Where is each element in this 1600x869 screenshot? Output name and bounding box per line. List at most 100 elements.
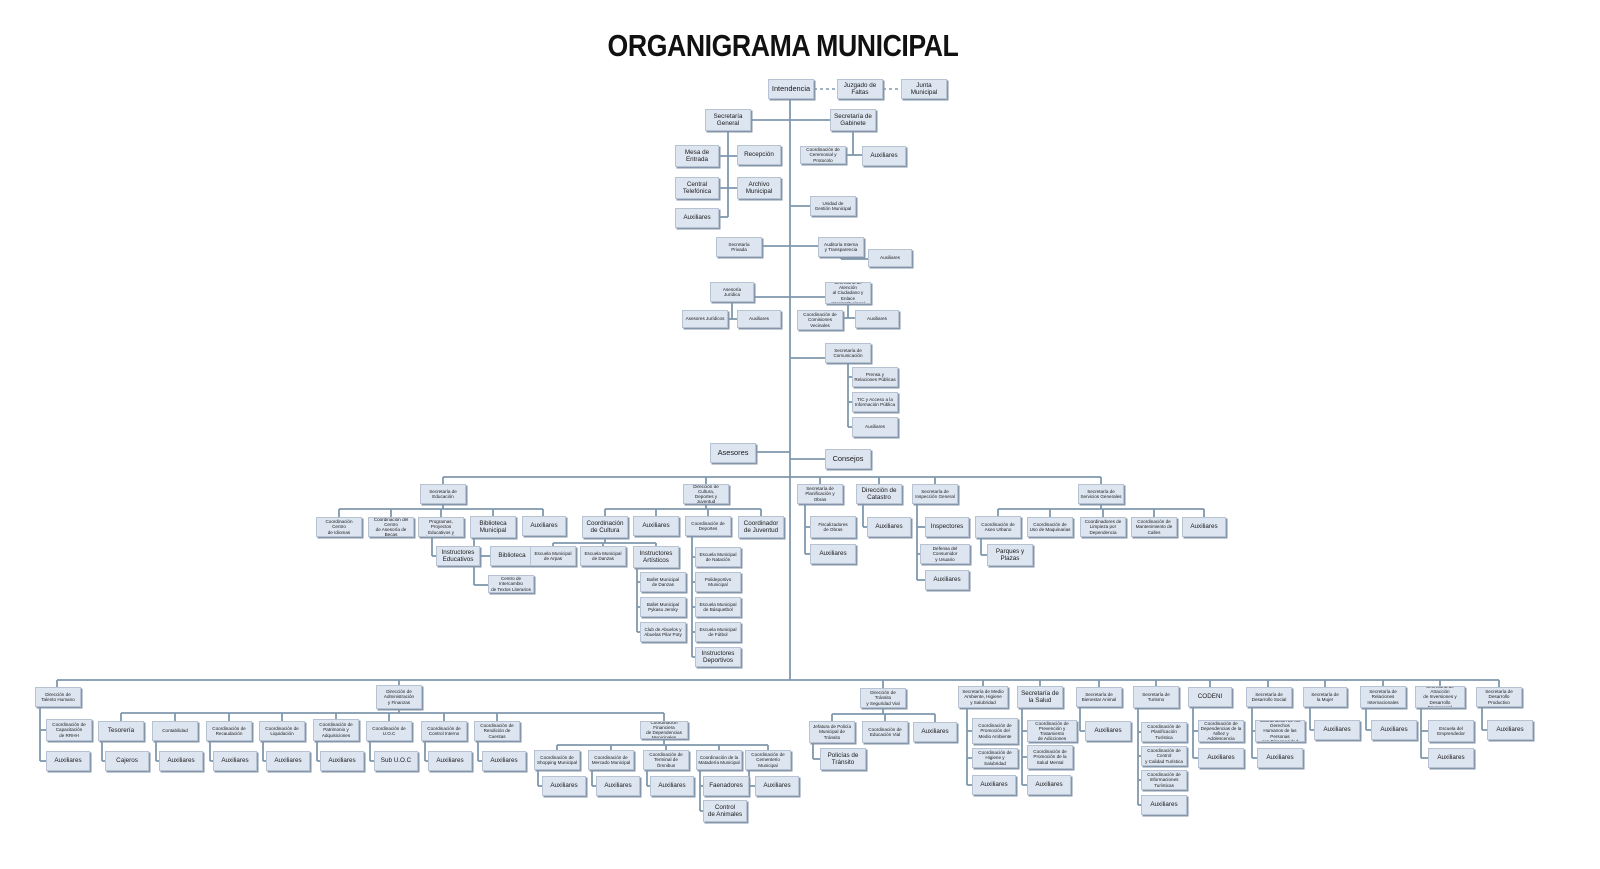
org-node-aux-recaudacion: Auxiliares xyxy=(213,751,257,771)
org-node-juzgado-faltas: Juzgado de Faltas xyxy=(837,79,883,99)
org-node-central-telefonica: Central Telefónica xyxy=(675,177,719,199)
org-node-cajeros: Cajeros xyxy=(105,751,149,771)
org-node-aux-asesoria: Auxiliares xyxy=(737,310,781,328)
org-node-coord-comisiones: Coordinación de Comisiones Vecinales xyxy=(797,310,843,330)
org-node-secretaria-privada: Secretaría Privada xyxy=(716,237,762,257)
org-node-aux-desarrollo-social: Auxiliares xyxy=(1257,748,1303,768)
org-node-tesoreria: Tesorería xyxy=(98,721,144,741)
org-node-centro-intercambio: Centro de Intercambio de Textos Literari… xyxy=(488,575,534,593)
org-node-instructores-artisticos: Instructores Artísticos xyxy=(633,546,679,568)
org-node-instructores-deportivos: Instructores Deportivos xyxy=(695,647,741,667)
org-node-prensa: Prensa y Relaciones Públicas xyxy=(852,367,898,387)
org-node-aux-medio-ambiente: Auxiliares xyxy=(972,775,1016,795)
org-node-asesores: Asesores xyxy=(710,443,756,463)
org-node-aux-talento: Auxiliares xyxy=(46,751,90,771)
org-node-escuela-futbol: Escuela Municipal de Fútbol xyxy=(695,622,741,642)
org-node-jefatura-policia: Jefatura de Policía Municipal de Tránsit… xyxy=(809,721,855,743)
org-node-coord-ceremonial: Coordinación de Ceremonial y Protocolo xyxy=(800,146,846,164)
org-node-aux-control-interno: Auxiliares xyxy=(428,751,472,771)
org-node-aux-servicios: Auxiliares xyxy=(1182,517,1226,537)
org-node-aux-catastro: Auxiliares xyxy=(867,517,911,537)
org-node-direccion-catastro: Dirección de Catastro xyxy=(856,484,902,504)
org-node-aux-terminal: Auxiliares xyxy=(650,776,694,796)
org-node-club-abuelos: Club de Abuelos y Abuelas Pilar Poty xyxy=(640,622,686,642)
org-node-polideportivo: Polideportivo Municipal xyxy=(695,572,741,592)
org-node-aux-productivo: Auxiliares xyxy=(1487,720,1533,740)
org-node-aux-transito: Auxiliares xyxy=(913,722,957,742)
org-node-ballet-danzas: Ballet Municipal de Danzas xyxy=(640,572,686,592)
org-node-parques-plazas: Parques y Plazas xyxy=(987,544,1033,566)
org-node-coord-deportes: Coordinación de Deportes xyxy=(685,516,731,536)
org-node-defensa-consumidor: Defensa del Consumidor y Usuario xyxy=(920,544,970,564)
org-node-secretaria-bienestar: Secretaría de Bienestar Animal xyxy=(1076,687,1122,707)
org-node-asesoria-juridica: Asesoría Jurídica xyxy=(710,282,754,302)
org-node-aux-cultura: Auxiliares xyxy=(633,516,679,536)
org-node-secretaria-salud: Secretaría de la Salud xyxy=(1017,686,1063,708)
org-node-coord-liquidacion: Coordinación de Liquidación xyxy=(259,721,305,741)
org-node-contabilidad: Contabilidad xyxy=(152,721,198,741)
org-node-aux-relaciones: Auxiliares xyxy=(1371,720,1417,740)
org-node-coord-ddhh-discapacidad: Coordinación de los Derechos Humanos de … xyxy=(1255,720,1305,742)
org-node-direccion-cultura: Dirección de Cultura, Deportes y Juventu… xyxy=(683,484,729,504)
org-node-coord-promocion-ma: Coordinación de Promoción del Medio Ambi… xyxy=(972,718,1018,744)
org-node-aux-turismo: Auxiliares xyxy=(1141,795,1187,815)
org-node-policias-transito: Policías de Tránsito xyxy=(820,748,866,770)
org-node-aux-educacion: Auxiliares xyxy=(522,516,566,536)
org-node-coord-programas: Coordinación de Programas, Proyectos Edu… xyxy=(418,517,464,537)
org-node-aux-liquidacion: Auxiliares xyxy=(266,751,310,771)
org-node-coord-mantenimiento: Coordinación de Mantenimiento de Calles xyxy=(1131,517,1177,537)
org-node-aux-rendicion: Auxiliares xyxy=(482,751,526,771)
org-node-archivo-municipal: Archivo Municipal xyxy=(737,177,781,199)
org-node-coord-matadero: Coordinación de la Matadería Municipal xyxy=(696,750,742,770)
org-node-direccion-transito: Dirección de Tránsito y Seguridad Vial xyxy=(860,688,906,708)
org-node-control-animales: Control de Animales xyxy=(703,800,747,822)
org-node-recepcion: Recepción xyxy=(737,145,781,165)
org-node-secretaria-turismo: Secretaría de Turismo xyxy=(1133,686,1179,708)
org-node-secretaria-relaciones: Secretaría de Relaciones Internacionales xyxy=(1360,686,1406,708)
org-node-coord-higiene: Coordinación de Higiene y Salubridad xyxy=(972,748,1018,768)
org-node-aux-gabinete: Auxiliares xyxy=(862,146,906,166)
org-node-coord-planif-turistica: Coordinación de Planificación Turística xyxy=(1141,722,1187,742)
org-node-mesa-entrada: Mesa de Entrada xyxy=(675,145,719,167)
org-node-escuela-danzas: Escuela Municipal de Danzas xyxy=(580,546,626,566)
org-node-unidad-gestion: Unidad de Gestión Municipal xyxy=(810,196,856,216)
org-node-coord-educacion-vial: Coordinación de Educación Vial xyxy=(862,721,908,743)
org-node-coord-mercado: Coordinación de Mercado Municipal xyxy=(588,750,634,770)
org-node-direccion-talento: Dirección de Talento Humano xyxy=(35,687,81,707)
org-node-coord-financiera: Coordinación Financiera de Dependencias … xyxy=(640,721,688,739)
org-node-instructores-educativos: Instructores Educativos xyxy=(436,546,480,566)
org-node-escuela-emprendedor: Escuela del Emprendedor xyxy=(1428,720,1474,742)
org-node-escuela-basquetbol: Escuela Municipal de Básquetbol xyxy=(695,597,741,617)
org-node-tic: TIC y Acceso a la Información Pública xyxy=(852,392,898,412)
org-node-asesores-juridicos: Asesores Jurídicos xyxy=(682,310,728,328)
org-node-sub-uoc: Sub U.O.C xyxy=(374,751,418,771)
org-node-aux-inspeccion: Auxiliares xyxy=(925,570,969,590)
org-node-coord-calidad-turistica: Coordinación de Control y Calidad Turíst… xyxy=(1141,746,1187,766)
org-node-aux-atencion: Auxiliares xyxy=(855,310,899,328)
org-node-secretaria-atencion: Secretaría de Atención al Ciudadano y En… xyxy=(825,282,871,304)
org-node-coord-juventud: Coordinador de Juventud xyxy=(738,516,784,538)
org-node-aux-inversiones: Auxiliares xyxy=(1428,748,1474,768)
org-node-intendencia: Intendencia xyxy=(768,79,814,99)
org-node-secretaria-inversiones: Secretaría de Atracción de Inversiones y… xyxy=(1415,686,1465,708)
org-node-faenadores: Faenadores xyxy=(703,776,749,796)
org-node-aux-salud: Auxiliares xyxy=(1027,775,1071,795)
org-node-secretaria-desarrollo-social: Secretaría de Desarrollo Social xyxy=(1246,687,1292,707)
org-node-aux-planificacion: Auxiliares xyxy=(810,544,856,564)
page-title: ORGANIGRAMA MUNICIPAL xyxy=(607,28,959,63)
org-node-coord-uoc: Coordinación de U.O.C xyxy=(366,721,412,741)
org-node-coord-limpieza: Coordinadores de Limpieza por Dependenci… xyxy=(1080,517,1126,537)
org-node-coord-capacitacion: Coordinación de Capacitación de RRHH xyxy=(46,719,92,741)
org-node-aux-sec-general: Auxiliares xyxy=(675,208,719,228)
org-node-coord-info-turisticas: Coordinación de Informaciones Turísticas xyxy=(1141,770,1187,790)
org-node-coord-ninez: Coordinación de Dependencias de la Niñez… xyxy=(1198,720,1244,742)
org-node-aux-codeni: Auxiliares xyxy=(1198,748,1244,768)
org-node-coord-becas: Coordinación del Centro de Asesoría de B… xyxy=(368,517,414,537)
org-node-aux-patrimonio: Auxiliares xyxy=(320,751,364,771)
org-node-coord-aseo: Coordinación de Aseo Urbano xyxy=(975,516,1021,538)
org-node-coord-control-interno: Coordinación de Control Interno xyxy=(421,721,467,741)
org-node-direccion-administracion: Dirección de Administración y Finanzas xyxy=(376,685,422,709)
org-node-aux-mujer: Auxiliares xyxy=(1314,720,1360,740)
org-node-biblioteca-municipal: Biblioteca Municipal xyxy=(470,516,516,538)
